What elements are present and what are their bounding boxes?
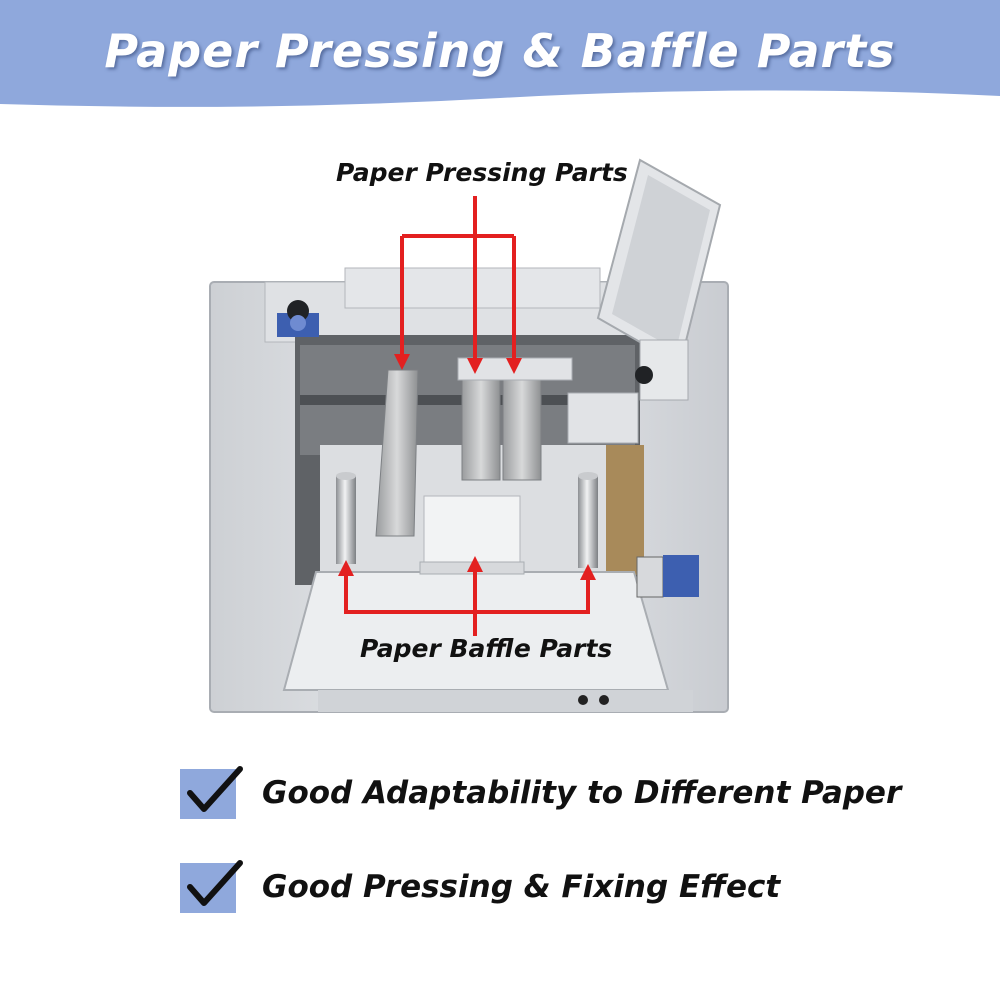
pressing-part-center [457,357,573,481]
banner-shape [0,0,1000,107]
baffle-plate-center [419,495,525,575]
feature-text: Good Pressing & Fixing Effect [262,869,781,905]
pressing-part-left [375,369,419,537]
baffle-arrows [344,566,590,636]
feature-item: Good Pressing & Fixing Effect [178,857,938,917]
checkbox-check-icon [180,860,243,913]
pressing-arrows [400,196,516,362]
baffle-arrowheads [338,556,596,580]
header-banner: Paper Pressing & Baffle Parts [0,0,1000,120]
page-title: Paper Pressing & Baffle Parts [104,24,896,78]
pressing-arrowheads [394,354,522,374]
baffle-parts-label: Paper Baffle Parts [360,634,613,663]
feature-text: Good Adaptability to Different Paper [262,775,902,811]
baffle-rod-left [336,472,356,564]
checkbox-check-icon [180,766,243,819]
side-buttons [636,555,699,598]
pressing-parts-label: Paper Pressing Parts [336,158,628,187]
machine-illustration [209,158,729,713]
baffle-rod-right [578,472,598,568]
knob-plate [277,300,319,337]
control-panel [567,158,722,444]
feature-item: Good Adaptability to Different Paper [178,763,938,823]
